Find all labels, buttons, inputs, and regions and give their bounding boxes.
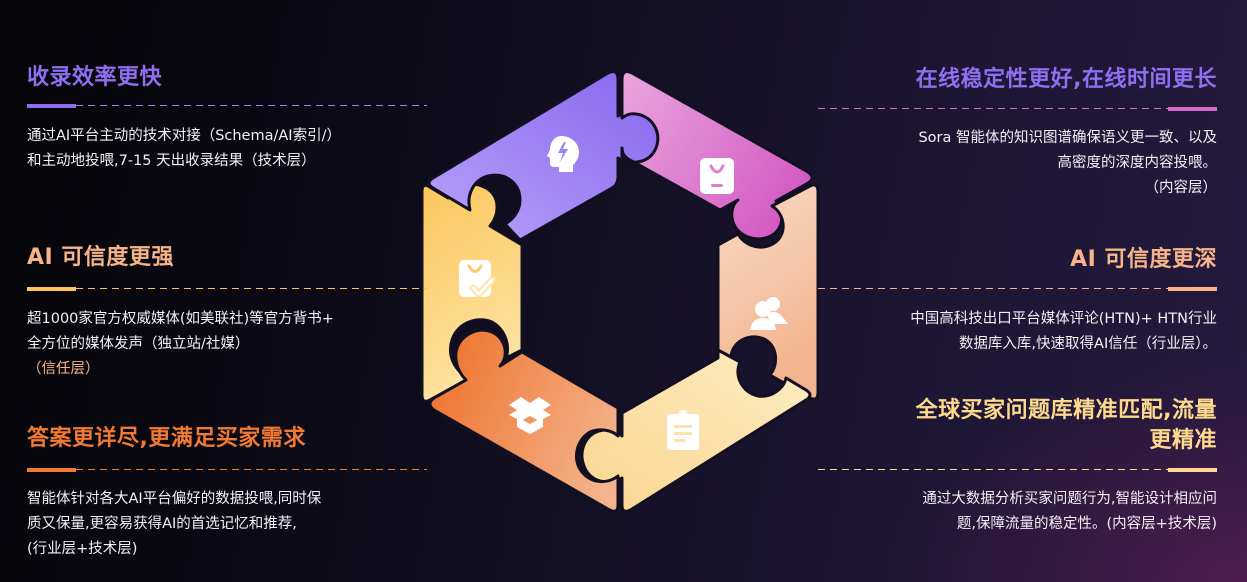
feature-title: 收录效率更快 [27, 65, 163, 90]
divider-left-1 [27, 104, 427, 108]
feature-desc-left-1: 通过AI平台主动的技术对接（Schema/AI索引/） 和主动地投喂,7-15 … [27, 124, 341, 174]
desc-line: Sora 智能体的知识图谱确保语义更一致、以及 [918, 130, 1217, 146]
open-box-icon [509, 397, 551, 434]
feature-title: 全球买家问题库精准匹配,流量 更精准 [916, 396, 1217, 456]
desc-line: 高密度的深度内容投喂。 [1057, 155, 1218, 171]
desc-line: 题,保障流量的稳定性。(内容层+技术层) [956, 516, 1217, 532]
desc-line: 智能体针对各大AI平台偏好的数据投喂,同时保 [27, 491, 322, 507]
desc-line: 中国高科技出口平台媒体评论(HTN)+ HTN行业 [910, 311, 1217, 327]
desc-line: (行业层+技术层) [27, 541, 138, 557]
feature-block-left-3: 答案更详尽,更满足买家需求 [27, 424, 306, 454]
title-line: 更精准 [1149, 428, 1217, 453]
feature-desc-right-3: 通过大数据分析买家问题行为,智能设计相应问 题,保障流量的稳定性。(内容层+技术… [922, 487, 1217, 537]
feature-block-left-2: AI 可信度更强 [27, 243, 174, 273]
bag-check-icon [459, 260, 496, 298]
feature-desc-right-1: Sora 智能体的知识图谱确保语义更一致、以及 高密度的深度内容投喂。 （内容层… [918, 126, 1217, 201]
feature-desc-left-2: 超1000家官方权威媒体(如美联社)等官方背书+ 全方位的媒体发声（独立站/社媒… [27, 307, 334, 382]
feature-desc-left-3: 智能体针对各大AI平台偏好的数据投喂,同时保 质又保量,更容易获得AI的首选记忆… [27, 487, 321, 562]
puzzle-piece-right [716, 183, 820, 401]
divider-left-3 [27, 468, 427, 472]
feature-block-left-1: 收录效率更快 [27, 63, 162, 93]
puzzle-piece-top-right [620, 70, 814, 241]
desc-line: 超1000家官方权威媒体(如美联社)等官方背书+ [27, 311, 334, 327]
feature-title: AI 可信度更深 [1070, 247, 1217, 272]
desc-line: 通过大数据分析买家问题行为,智能设计相应问 [922, 491, 1217, 507]
feature-title: AI 可信度更强 [27, 245, 174, 270]
desc-line: 和主动地投喂,7-15 天出收录结果（技术层） [27, 153, 316, 169]
feature-block-right-3: 全球买家问题库精准匹配,流量 更精准 [916, 396, 1217, 456]
feature-desc-right-2: 中国高科技出口平台媒体评论(HTN)+ HTN行业 数据库入库,快速取得AI信任… [910, 307, 1217, 357]
desc-line: 全方位的媒体发声（独立站/社媒） [27, 336, 250, 352]
feature-title: 答案更详尽,更满足买家需求 [27, 426, 306, 451]
shopping-bag-icon [700, 158, 734, 194]
users-icon [750, 297, 788, 330]
feature-block-right-1: 在线稳定性更好,在线时间更长 [916, 65, 1217, 95]
clipboard-icon [667, 410, 699, 450]
desc-line: 质又保量,更容易获得AI的首选记忆和推荐, [27, 516, 297, 532]
desc-line: （内容层） [1144, 180, 1218, 196]
desc-layer-tag: （信任层） [27, 361, 100, 377]
divider-right-1 [818, 107, 1217, 111]
divider-right-2 [818, 287, 1217, 291]
desc-line: 数据库入库,快速取得AI信任（行业层）。 [958, 336, 1217, 352]
desc-line: 通过AI平台主动的技术对接（Schema/AI索引/） [27, 128, 341, 144]
brain-lightning-icon [547, 136, 579, 172]
feature-block-right-2: AI 可信度更深 [1070, 245, 1217, 275]
title-line: 全球买家问题库精准匹配,流量 [915, 398, 1217, 423]
feature-title: 在线稳定性更好,在线时间更长 [915, 67, 1217, 92]
puzzle-piece-bottom-left [428, 328, 620, 513]
divider-left-2 [27, 287, 427, 291]
divider-right-3 [818, 468, 1217, 472]
